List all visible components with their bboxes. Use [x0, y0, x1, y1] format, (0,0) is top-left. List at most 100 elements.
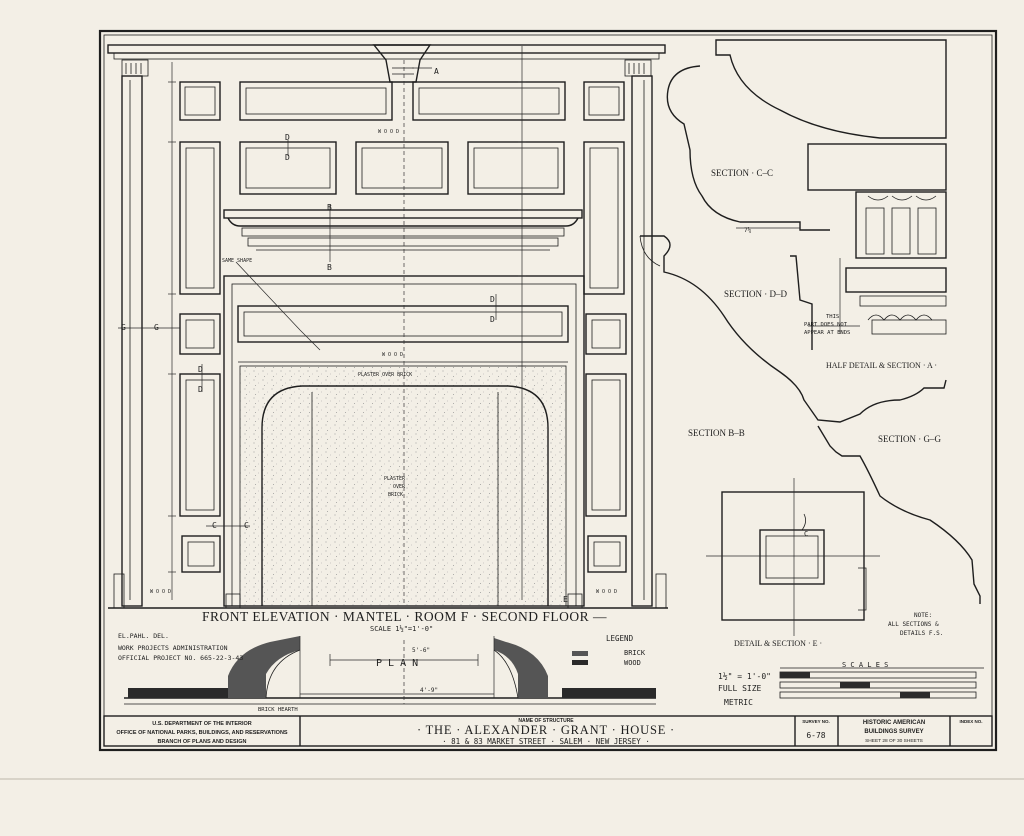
- scale-label-imperial: 1½" = 1'-0": [718, 671, 771, 681]
- section-c-profile: [715, 39, 947, 139]
- legend-wood-label: WOOD: [624, 659, 641, 667]
- section-cc-label: SECTION · C–C: [711, 168, 773, 178]
- plan-dim-lower: 4'-9": [420, 687, 438, 694]
- wood-mark-frieze: W O O D: [382, 352, 403, 358]
- panel-upper-right: [583, 81, 625, 121]
- plan-wood-right: [562, 688, 656, 698]
- brick-surround: [240, 366, 566, 606]
- structure-name: · THE · ALEXANDER · GRANT · HOUSE ·: [417, 723, 675, 737]
- section-b-marker-top: B: [327, 203, 332, 212]
- structure-address: · 81 & 83 MARKET STREET · SALEM · NEW JE…: [442, 737, 650, 746]
- detail-e-label: DETAIL & SECTION · E ·: [734, 639, 822, 648]
- legend-wood-swatch: [572, 660, 588, 665]
- scales-heading: S C A L E S: [842, 661, 888, 669]
- panel-bottom-left: [181, 535, 221, 573]
- panel-tall-right: [583, 141, 625, 295]
- section-d-marker-top: D: [285, 133, 290, 142]
- section-d-marker-side-top: D: [198, 365, 203, 374]
- habs-line2: BUILDINGS SURVEY: [864, 729, 923, 735]
- panel-mid-3: [467, 141, 565, 195]
- note-part-line3: APPEAR AT ENDS: [804, 330, 850, 336]
- title-block: [103, 715, 993, 747]
- section-gg-label: SECTION · G–G: [878, 434, 941, 444]
- panel-bottom-right: [587, 535, 627, 573]
- section-d-marker-frieze-bottom: D: [490, 315, 495, 324]
- pilaster-left: [121, 75, 143, 607]
- project-line2: OFFICIAL PROJECT NO. 665-22-3-43: [118, 654, 243, 662]
- plan-label: P L A N: [376, 658, 418, 669]
- brick-hearth-label: BRICK HEARTH: [258, 707, 298, 713]
- agency-line2: OFFICE OF NATIONAL PARKS, BUILDINGS, AND…: [116, 730, 288, 736]
- note-part-line2: PART DOES NOT: [804, 322, 848, 328]
- plaster-over-brick-label: PLASTER OVER BRICK: [358, 372, 412, 378]
- index-no-caption: INDEX NO.: [959, 719, 982, 724]
- cornice-block-detail: [807, 143, 947, 191]
- half-detail-a: [855, 191, 947, 259]
- section-c-marker-left: C: [212, 521, 217, 530]
- plan-dim-upper: 5'-6": [412, 647, 430, 654]
- profile-sections: [639, 39, 981, 636]
- agency-line3: BRANCH OF PLANS AND DESIGN: [157, 739, 246, 745]
- section-d-profile: [790, 255, 813, 350]
- section-b-profile: [640, 235, 947, 423]
- elevation-title: FRONT ELEVATION · MANTEL · ROOM F · SECO…: [202, 609, 607, 624]
- panel-small-left: [179, 313, 221, 355]
- plaster-label-line2: OVER: [393, 484, 406, 490]
- plan-brick-left: [228, 636, 300, 698]
- plan-brick-right: [494, 638, 548, 698]
- note-line1: ALL SECTIONS &: [888, 621, 939, 628]
- sheet-border: [98, 29, 998, 752]
- panel-lower-right: [585, 373, 627, 517]
- mantel-shelf: [223, 209, 583, 219]
- panel-upper-wide-left: [239, 81, 393, 121]
- legend-brick-label: BRICK: [624, 649, 646, 657]
- section-d-marker-side-bottom: D: [198, 385, 203, 394]
- note-line2: DETAILS F.S.: [900, 630, 943, 637]
- section-a-marker: A: [434, 67, 439, 76]
- panel-lower-left: [179, 373, 221, 517]
- project-line1: WORK PROJECTS ADMINISTRATION: [118, 644, 228, 652]
- survey-no-caption: SURVEY NO.: [802, 719, 830, 724]
- sheet-info: SHEET 28 OF 30 SHEETS: [865, 738, 923, 744]
- scale-bars: [779, 667, 984, 699]
- survey-no: 6-78: [806, 731, 825, 740]
- scale-label-metric: METRIC: [724, 698, 753, 707]
- plaster-label-line3: BRICK: [388, 492, 403, 498]
- section-bb-label: SECTION B–B: [688, 428, 745, 438]
- detail-e-marker: C: [804, 530, 808, 538]
- note-title: NOTE:: [914, 612, 932, 619]
- plan-wood-left: [128, 688, 228, 698]
- same-shape-note: SAME SHAPE: [222, 258, 252, 264]
- section-d-marker-frieze-top: D: [490, 295, 495, 304]
- section-g-profile: [817, 425, 981, 604]
- cornice-band: [113, 52, 660, 60]
- wood-mark-base-left: W O O D: [150, 589, 171, 595]
- section-cc-dim: 7¼: [744, 227, 752, 234]
- habs-line1: HISTORIC AMERICAN: [863, 720, 925, 726]
- scale-label-full-size: FULL SIZE: [718, 684, 762, 693]
- delineator: EL.PAHL. DEL.: [118, 632, 169, 640]
- mantel-plan: [124, 636, 656, 705]
- panel-small-right: [585, 313, 627, 355]
- firebox-arch: [261, 385, 549, 606]
- section-dd-label: SECTION · D–D: [724, 289, 787, 299]
- panel-tall-left: [179, 141, 221, 295]
- structure-name-caption: NAME OF STRUCTURE: [518, 718, 574, 724]
- frieze-panel: [237, 305, 569, 343]
- section-c-marker-right: C: [244, 521, 249, 530]
- legend-title: LEGEND: [606, 634, 634, 643]
- half-detail-label: HALF DETAIL & SECTION · A ·: [826, 361, 937, 370]
- section-d-marker-bottom: D: [285, 153, 290, 162]
- panel-mid-2: [355, 141, 449, 195]
- plaster-label-line1: PLASTER: [384, 476, 406, 482]
- section-b-marker-bottom: B: [327, 263, 332, 272]
- section-g-marker-left: G: [121, 323, 126, 332]
- legend-brick-swatch: [572, 651, 588, 656]
- elevation-scale: SCALE 1½"=1'-0": [370, 625, 433, 633]
- panel-upper-wide-right: [412, 81, 566, 121]
- wood-mark-base-right: W O O D: [596, 589, 617, 595]
- wood-mark-upper: W O O D: [378, 129, 399, 135]
- pilaster-right: [631, 75, 653, 607]
- section-e-marker: E: [563, 595, 568, 604]
